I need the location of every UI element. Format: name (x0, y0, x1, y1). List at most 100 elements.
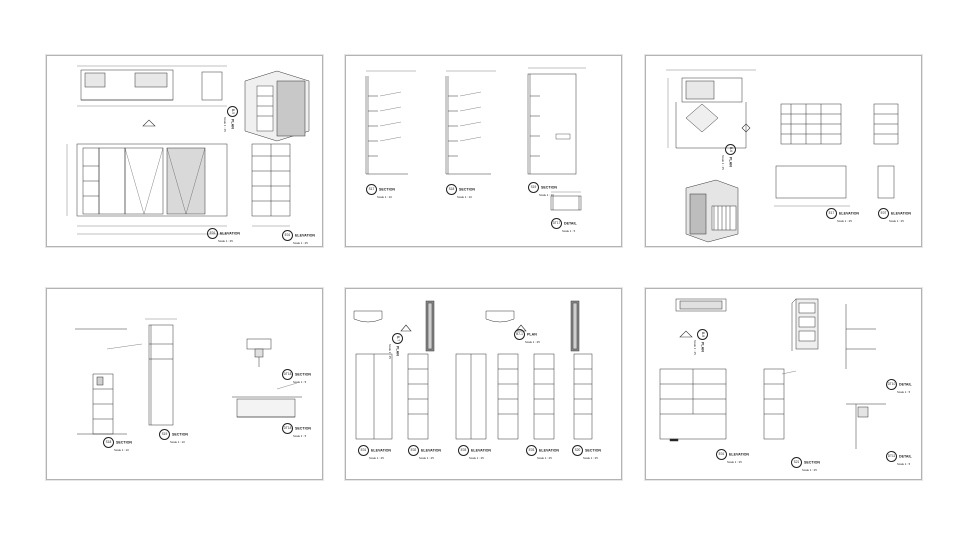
view-scale: Scale 1 : 25 (419, 456, 434, 460)
details (845, 304, 886, 449)
view-name: ELEVATION (839, 211, 860, 216)
view-name: SECTION (172, 432, 188, 437)
view-scale: Scale 1 : 25 (837, 219, 852, 223)
view-scale: Scale 1 : 25 (583, 456, 598, 460)
main-elevation (66, 119, 228, 235)
view-number: S19 (159, 429, 170, 440)
detail-upper (246, 338, 272, 367)
counter-isometric (685, 179, 739, 243)
view-name: PLAN (395, 346, 400, 356)
view-scale: Scale 1 : 25 (889, 219, 904, 223)
elevation-e01 (659, 368, 727, 442)
section-s17 (365, 70, 416, 175)
view-name: ELEVATION (471, 448, 492, 453)
view-number: S18 (103, 437, 114, 448)
sheet-1-linework (66, 65, 310, 235)
view-name: SECTION (379, 187, 395, 192)
view-scale: Scale 1 : 25 (525, 340, 540, 344)
section-s19 (527, 67, 586, 175)
elevations (355, 353, 593, 440)
view-scale: Scale 1 : 5 (562, 229, 576, 233)
view-scale: Scale 1 : 10 (457, 195, 472, 199)
view-scale: Scale 1 : 25 (693, 340, 697, 355)
view-name: DETAIL (899, 382, 912, 387)
view-name: DETAIL (564, 221, 577, 226)
rack-elevation (774, 103, 850, 207)
sheet-5-linework (353, 300, 593, 440)
view-number: E01 (716, 449, 727, 460)
view-name: ELEVATION (295, 233, 316, 238)
view-scale: Scale 1 : 25 (223, 117, 227, 132)
view-scale: Scale 1 : 25 (293, 241, 308, 245)
view-scale: Scale 1 : 25 (369, 456, 384, 460)
view-number: S20 (572, 445, 583, 456)
view-name: DETAIL (899, 454, 912, 459)
view-name: PLAN (728, 157, 733, 167)
view-scale: Scale 1 : 5 (293, 380, 307, 384)
view-number: DT18 (282, 423, 293, 434)
section-s21 (763, 368, 797, 440)
view-name: PLAN (700, 342, 705, 352)
view-number: S19 (528, 182, 539, 193)
detail-dt17 (550, 191, 582, 211)
view-name: SECTION (295, 372, 311, 377)
sheet-4-linework (75, 318, 302, 435)
view-name: SECTION (295, 426, 311, 431)
view-name: PLAN (527, 332, 537, 337)
view-scale: Scale 1 : 25 (218, 239, 233, 243)
view-number: E01 (282, 230, 293, 241)
cabinet-isometric (244, 70, 310, 142)
view-scale: Scale 1 : 10 (170, 440, 185, 444)
view-number: S17 (366, 184, 377, 195)
view-name: SECTION (116, 440, 132, 445)
counter-plan (666, 69, 756, 149)
view-scale: Scale 1 : 25 (727, 460, 742, 464)
cabinet-plan (77, 65, 227, 107)
view-number: B-8 (697, 329, 708, 340)
view-scale: Scale 1 : 25 (469, 456, 484, 460)
view-number: E01 (207, 228, 218, 239)
view-number: S21 (791, 457, 802, 468)
sheet-3-linework (666, 69, 899, 243)
view-number: B-7 (392, 333, 403, 344)
view-number: E01 (358, 445, 369, 456)
view-scale: Scale 1 : 10 (539, 193, 554, 197)
view-scale: Scale 1 : 10 (377, 195, 392, 199)
view-scale: Scale 1 : 5 (293, 434, 307, 438)
plans (353, 300, 580, 352)
rack-section (873, 103, 899, 199)
view-number: B7-1 (514, 329, 525, 340)
view-name: PLAN (230, 119, 235, 129)
view-number: S18 (446, 184, 457, 195)
view-scale: Scale 1 : 25 (537, 456, 552, 460)
view-number: DT17 (551, 218, 562, 229)
view-number: B-5 (227, 106, 238, 117)
view-name: ELEVATION (421, 448, 442, 453)
view-scale: Scale 1 : 10 (114, 448, 129, 452)
